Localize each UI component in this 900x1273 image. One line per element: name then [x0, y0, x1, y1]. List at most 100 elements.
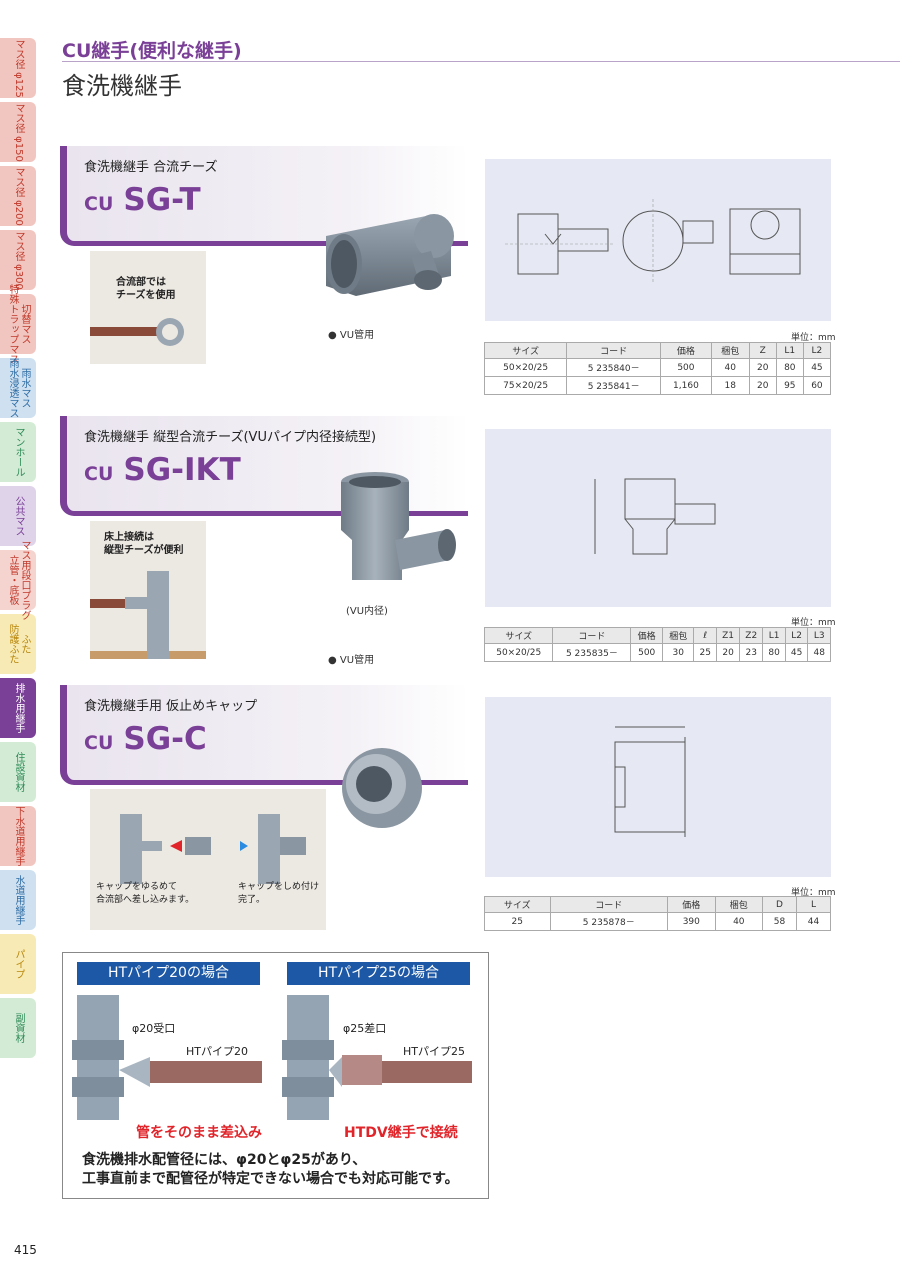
product-brand: CU: [84, 732, 114, 754]
ht20-pipe-label: HTパイプ20: [186, 1045, 248, 1058]
table-header-cell: L: [796, 896, 831, 913]
table-cell: 50×20/25: [483, 643, 554, 662]
ht-pipe-info-box: [62, 952, 489, 1199]
side-tab-label: マス径 φ200: [13, 166, 24, 226]
table-cell: 5 235841－: [566, 376, 662, 395]
table-header-cell: D: [762, 896, 797, 913]
ht20-port-label: φ20受口: [132, 1022, 176, 1035]
table-cell: 390: [667, 912, 716, 931]
side-tab: 副資材: [0, 998, 36, 1058]
table-cell: 58: [762, 912, 797, 931]
ht20-result: 管をそのまま差込み: [136, 1125, 262, 1141]
side-tab: 下水道用継手: [0, 806, 36, 866]
table-header-cell: Z2: [739, 627, 764, 644]
unit-label: 単位：mm: [791, 333, 836, 343]
product-subtitle: 食洗機継手 縦型合流チーズ(VUパイプ内径接続型): [84, 430, 377, 445]
table-header-cell: 梱包: [714, 896, 764, 913]
side-tab: マス径 φ125: [0, 38, 36, 98]
illustration-caption: 床上接続は 縦型チーズが便利: [104, 532, 184, 556]
side-tab: マス径 φ300: [0, 230, 36, 290]
table-cell: 80: [762, 643, 786, 662]
side-tab: 住設資材: [0, 742, 36, 802]
side-tab: 雨水マス 雨水浸透マス: [0, 358, 36, 418]
sg-ikt-technical-drawing: [485, 429, 831, 607]
table-cell: 25: [484, 912, 551, 931]
table-cell: 5 235835－: [552, 643, 632, 662]
product-code: CU SG-C: [84, 721, 207, 757]
table-header-cell: L3: [807, 627, 831, 644]
table-header-cell: 梱包: [661, 627, 695, 644]
product-subtitle: 食洗機継手用 仮止めキャップ: [84, 699, 258, 714]
product-brand: CU: [84, 193, 114, 215]
side-tab-label: 下水道用継手: [13, 806, 24, 866]
page-number: 415: [14, 1243, 37, 1257]
table-header-cell: L1: [762, 627, 786, 644]
pipe-illustration: [90, 318, 184, 346]
table-header-cell: L1: [775, 342, 804, 359]
sg-t-illustration: 合流部では チーズを使用: [90, 251, 206, 364]
product-name: SG-IKT: [123, 452, 241, 488]
table-cell: 18: [710, 376, 750, 395]
side-tab-label: パイプ: [13, 949, 24, 979]
category-title: CU継手(便利な継手): [62, 40, 242, 62]
table-cell: 40: [710, 358, 750, 377]
table-cell: 25: [693, 643, 718, 662]
table-header-cell: L2: [802, 342, 832, 359]
sg-ikt-photo: [341, 472, 456, 580]
drawing-lines: [614, 726, 686, 837]
table-cell: 80: [775, 358, 804, 377]
illustration-caption: 合流部では チーズを使用: [116, 277, 176, 301]
table-cell: 20: [748, 376, 777, 395]
product-name: SG-C: [123, 721, 207, 757]
side-tab-label: 住設資材: [13, 752, 24, 792]
pipe-illustration: [90, 571, 206, 659]
table-cell: 23: [739, 643, 764, 662]
table-cell: 95: [775, 376, 804, 395]
side-tab-label: 副資材: [13, 1013, 24, 1043]
ht-footer-line2: 工事直前まで配管径が特定できない場合でも対応可能です。: [82, 1171, 459, 1187]
side-tab-label: 公共マス: [13, 496, 24, 536]
ht25-pipe-label: HTパイプ25: [403, 1045, 465, 1058]
ht-connection-diagram: [72, 995, 472, 1120]
table-header-cell: 梱包: [710, 342, 750, 359]
unit-label: 単位：mm: [791, 888, 836, 898]
table-header-cell: サイズ: [484, 896, 551, 913]
table-cell: 5 235840－: [566, 358, 662, 377]
side-tab: マンホール: [0, 422, 36, 482]
drawing-lines: [505, 199, 801, 284]
table-header-cell: 価格: [630, 627, 663, 644]
side-tab-label: マス径 φ300: [13, 230, 24, 290]
table-cell: 44: [796, 912, 831, 931]
side-tab: マス径 φ200: [0, 166, 36, 226]
cap-install-illustration: [120, 814, 306, 884]
side-tab: 切替マス 特殊トラップマス: [0, 284, 36, 364]
sg-c-photo: [342, 748, 422, 828]
ht25-port-label: φ25差口: [343, 1022, 387, 1035]
illustration-caption-left: キャップをゆるめて 合流部へ差し込みます。: [96, 882, 195, 905]
side-tab: 水道用継手: [0, 870, 36, 930]
side-tab-label: 切替マス 特殊トラップマス: [7, 284, 30, 364]
table-cell: 75×20/25: [483, 376, 568, 395]
product-name: SG-T: [123, 182, 201, 218]
side-tab: パイプ: [0, 934, 36, 994]
ht25-title: HTパイプ25の場合: [287, 962, 470, 985]
table-cell: 500: [630, 643, 663, 662]
header-divider: [62, 61, 900, 62]
illustration-caption-right: キャップをしめ付け 完了。: [238, 882, 320, 905]
table-header-cell: ℓ: [693, 627, 718, 644]
table-header-cell: Z1: [716, 627, 741, 644]
table-cell: 1,160: [660, 376, 712, 395]
side-tab: マス径 φ150: [0, 102, 36, 162]
unit-label: 単位：mm: [791, 618, 836, 628]
side-tab-label: 排水用継手: [13, 683, 24, 733]
photo-caption: (VU内径): [346, 606, 388, 617]
side-tab-label: ふた 防護ふた: [7, 624, 30, 664]
side-tab: マス用段口プラグ 立管・底板: [0, 540, 36, 620]
side-tab-label: マス径 φ125: [13, 38, 24, 98]
